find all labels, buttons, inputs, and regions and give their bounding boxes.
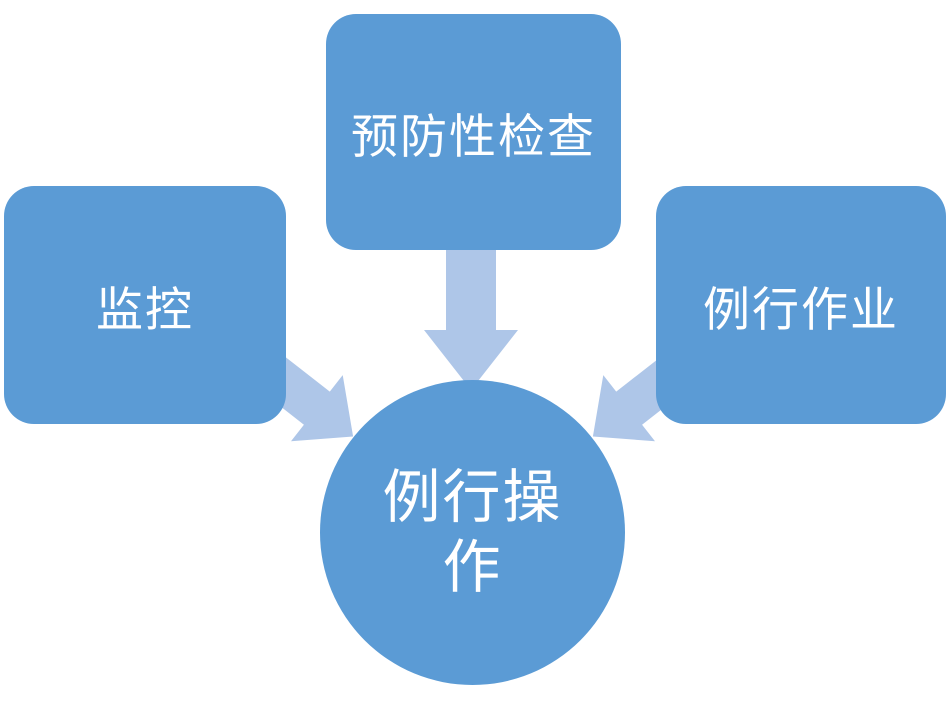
node-monitoring: 监控 <box>4 186 286 424</box>
node-preventive-inspection: 预防性检查 <box>326 14 621 250</box>
node-routine-work: 例行作业 <box>656 186 946 424</box>
arrow-preventive-to-center <box>424 250 518 390</box>
node-routine-operation: 例行操作 <box>320 380 625 685</box>
node-routine-work-label: 例行作业 <box>703 282 899 338</box>
node-routine-operation-label: 例行操作 <box>382 462 563 601</box>
node-monitoring-label: 监控 <box>96 282 194 338</box>
node-preventive-inspection-label: 预防性检查 <box>351 109 596 165</box>
